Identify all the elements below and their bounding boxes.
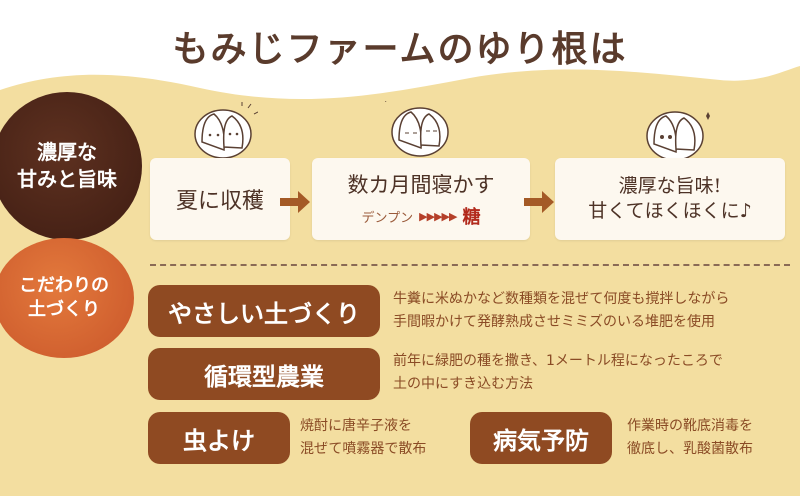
badge-line: 濃厚な — [37, 140, 97, 164]
arrow-right-icon — [280, 191, 310, 213]
badge-line: 甘みと旨味 — [17, 167, 117, 191]
lily-bulb-happy-icon — [194, 102, 258, 159]
pill-disease-prevention: 病気予防 — [470, 412, 612, 464]
step-label: 数カ月間寝かす — [347, 173, 495, 197]
starch-label: デンプン — [361, 210, 414, 226]
step-aging: 数カ月間寝かす デンプン ▶▶▶▶▶ 糖 — [312, 158, 530, 240]
desc-line: 徹底し、乳酸菌散布 — [627, 441, 753, 457]
pill-gentle-soil: やさしい土づくり — [148, 285, 380, 337]
page-title: もみじファームのゆり根は — [172, 28, 628, 70]
step-result: 濃厚な旨味! 甘くてほくほくに♪ — [555, 158, 785, 240]
pill-insect-repellent: 虫よけ — [148, 412, 290, 464]
step-harvest: 夏に収穫 — [150, 158, 290, 240]
badge-line: こだわりの — [19, 274, 109, 296]
arrow-right-icon — [524, 191, 554, 213]
step-label: 濃厚な旨味! — [618, 175, 722, 198]
desc-gentle-soil: 牛糞に米ぬかなど数種類を混ぜて何度も撹拌しながら 手間暇かけて発酵熟成させミミズ… — [393, 288, 729, 334]
desc-line: 混ぜて噴霧器で散布 — [300, 441, 427, 457]
pill-circular-farming: 循環型農業 — [148, 348, 380, 400]
desc-line: 土の中にすき込む方法 — [393, 376, 534, 392]
desc-line: 牛糞に米ぬかなど数種類を混ぜて何度も撹拌しながら — [393, 291, 730, 307]
desc-disease-prevention: 作業時の靴底消毒を 徹底し、乳酸菌散布 — [627, 415, 753, 461]
badge-rich-flavor: 濃厚な 甘みと旨味 — [0, 92, 142, 240]
desc-line: 前年に緑肥の種を撒き、1メートル程になったころで — [393, 353, 723, 369]
desc-line: 作業時の靴底消毒を — [627, 418, 753, 434]
lily-bulb-delighted-icon — [646, 111, 710, 161]
dashed-divider — [150, 264, 790, 266]
svg-text:Zzz: Zzz — [385, 100, 387, 105]
desc-insect-repellent: 焼酎に唐辛子液を 混ぜて噴霧器で散布 — [300, 415, 426, 461]
step-label: 夏に収穫 — [175, 189, 264, 214]
desc-line: 手間暇かけて発酵熟成させミミズのいる堆肥を使用 — [393, 314, 715, 330]
sugar-label: 糖 — [462, 207, 481, 228]
badge-line: 土づくり — [28, 299, 100, 320]
desc-circular-farming: 前年に緑肥の種を撒き、1メートル程になったころで 土の中にすき込む方法 — [393, 350, 723, 396]
lily-bulb-sleeping-icon: Zzz — [385, 100, 449, 157]
step-label: 甘くてほくほくに♪ — [588, 200, 752, 222]
progress-arrows-icon: ▶▶▶▶▶ — [419, 209, 457, 223]
starch-to-sugar: デンプン ▶▶▶▶▶ 糖 — [362, 203, 481, 229]
badge-soil: こだわりの 土づくり — [0, 238, 134, 358]
desc-line: 焼酎に唐辛子液を — [300, 418, 412, 434]
